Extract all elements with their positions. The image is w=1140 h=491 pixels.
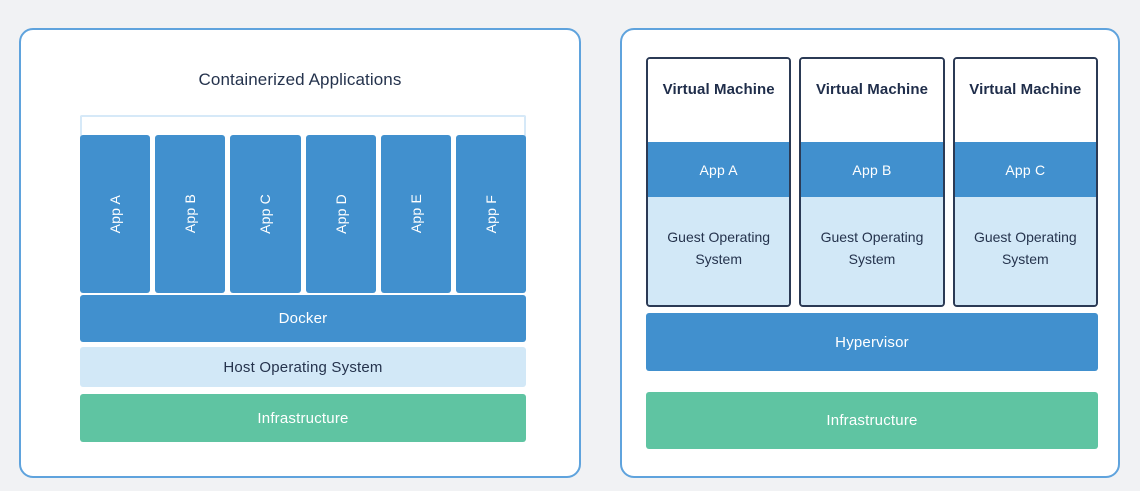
guest-operating-system[interactable]: Guest Operating System — [801, 197, 943, 305]
app-column[interactable]: App E — [380, 135, 451, 293]
virtual-machine-app[interactable]: App C — [954, 142, 1096, 197]
containerized-applications-panel: Containerized Applications App A App B A… — [19, 28, 581, 478]
infrastructure-layer[interactable]: Infrastructure — [80, 394, 526, 442]
hypervisor-layer[interactable]: Hypervisor — [646, 313, 1098, 371]
application-columns: App A App B App C App D App E App F — [80, 135, 527, 293]
app-column-label: App A — [107, 194, 124, 234]
app-column[interactable]: App B — [155, 135, 226, 293]
virtual-machine-app[interactable]: App A — [648, 142, 790, 197]
app-column[interactable]: App A — [80, 135, 151, 293]
app-column[interactable]: App F — [455, 135, 527, 293]
virtual-machines-panel: Virtual Machine App A Guest Operating Sy… — [620, 28, 1120, 478]
virtual-machine-app[interactable]: App B — [801, 142, 943, 197]
application-group-bracket — [80, 115, 526, 141]
virtual-machine-title: Virtual Machine — [801, 59, 943, 142]
virtual-machine-title: Virtual Machine — [954, 59, 1096, 142]
page-title: Containerized Applications — [198, 70, 402, 89]
guest-operating-system[interactable]: Guest Operating System — [648, 197, 790, 305]
virtual-machine-title: Virtual Machine — [648, 59, 790, 142]
app-column[interactable]: App C — [230, 135, 301, 293]
host-operating-system-layer[interactable]: Host Operating System — [80, 347, 526, 387]
virtual-machine-box[interactable]: Virtual Machine App A Guest Operating Sy… — [646, 57, 792, 307]
app-column-label: App F — [482, 194, 499, 234]
virtual-machine-box[interactable]: Virtual Machine App B Guest Operating Sy… — [799, 57, 945, 307]
app-column[interactable]: App D — [305, 135, 376, 293]
app-column-label: App D — [332, 194, 349, 234]
infrastructure-layer[interactable]: Infrastructure — [646, 392, 1098, 449]
virtual-machine-row: Virtual Machine App A Guest Operating Sy… — [646, 57, 1098, 307]
app-column-label: App B — [182, 194, 199, 234]
virtual-machine-box[interactable]: Virtual Machine App C Guest Operating Sy… — [952, 57, 1098, 307]
docker-layer[interactable]: Docker — [80, 295, 526, 342]
guest-operating-system[interactable]: Guest Operating System — [954, 197, 1096, 305]
app-column-label: App C — [257, 194, 274, 234]
app-column-label: App E — [407, 194, 424, 234]
